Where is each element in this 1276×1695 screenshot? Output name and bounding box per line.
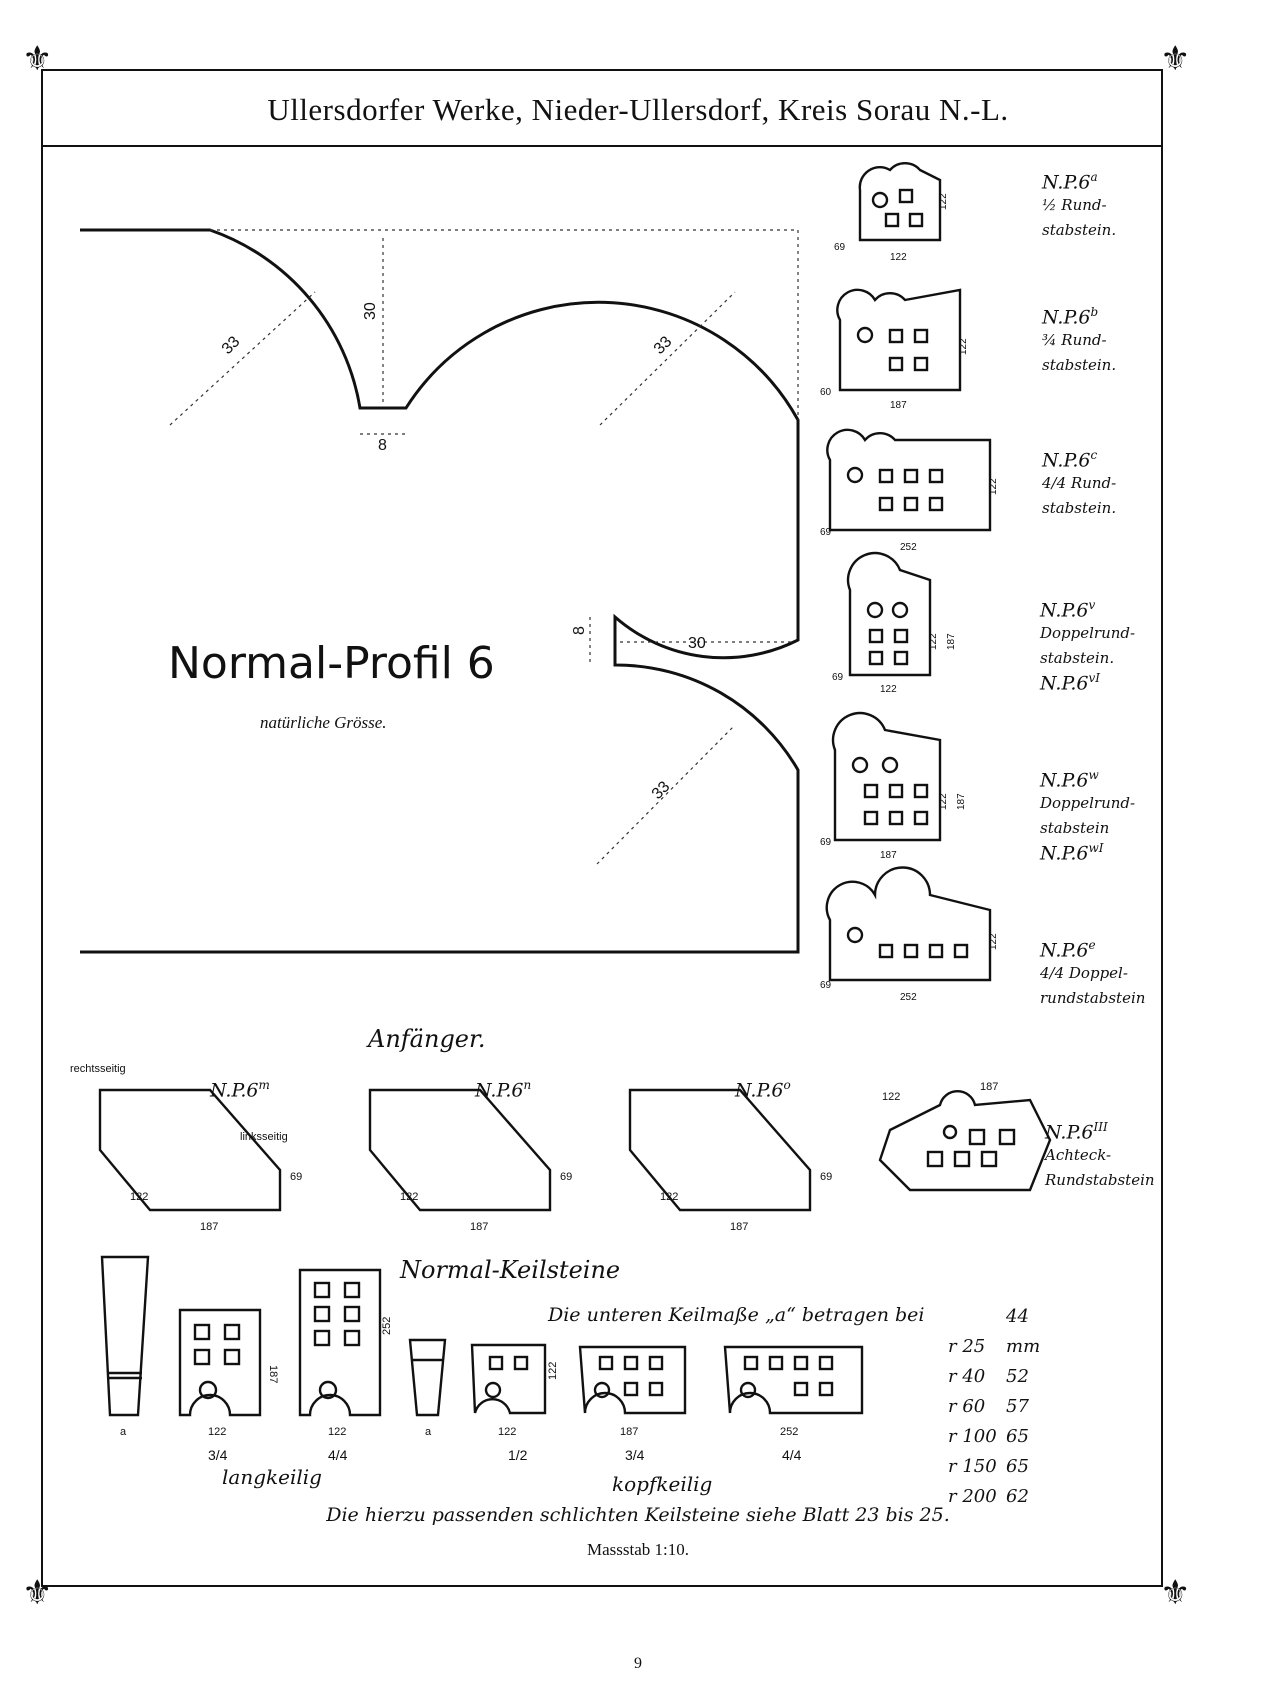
svg-text:122: 122: [882, 1091, 900, 1103]
svg-text:122: 122: [208, 1426, 226, 1438]
label-np6c: N.P.6c 4/4 Rund-stabstein.: [1042, 448, 1117, 518]
svg-text:122: 122: [988, 478, 999, 495]
svg-text:a: a: [120, 1426, 127, 1438]
label-np6o: N.P.6o: [735, 1078, 791, 1102]
svg-text:122: 122: [400, 1191, 418, 1203]
svg-text:122: 122: [988, 933, 999, 950]
label-np6v: N.P.6v Doppelrund-stabstein. N.P.6vI: [1040, 598, 1136, 695]
label-np6b: N.P.6b ¾ Rund-stabstein.: [1042, 305, 1117, 375]
svg-text:69: 69: [832, 672, 844, 683]
svg-text:69: 69: [820, 980, 832, 991]
svg-text:⚜: ⚜: [22, 40, 52, 78]
dim-label: 8: [378, 437, 387, 454]
label-np6a: N.P.6a ½ Rund-stabstein.: [1042, 170, 1117, 240]
svg-text:122: 122: [130, 1191, 148, 1203]
svg-text:122: 122: [880, 684, 897, 695]
svg-text:69: 69: [560, 1171, 572, 1183]
svg-text:122: 122: [498, 1426, 516, 1438]
svg-text:69: 69: [820, 837, 832, 848]
dim-label: 33: [219, 333, 244, 358]
section-keilsteine-title: Normal-Keilsteine: [400, 1256, 621, 1284]
svg-text:linksseitig: linksseitig: [240, 1131, 288, 1143]
svg-text:122: 122: [938, 193, 949, 210]
svg-text:⚜: ⚜: [1160, 40, 1190, 78]
dim-label: 30: [362, 302, 379, 320]
svg-text:187: 187: [620, 1426, 638, 1438]
svg-text:187: 187: [200, 1221, 218, 1233]
keilmasse-note: Die unteren Keilmaße „a“ betragen bei: [548, 1304, 925, 1326]
svg-text:⚜: ⚜: [22, 1574, 52, 1612]
svg-text:122: 122: [660, 1191, 678, 1203]
svg-text:3/4: 3/4: [625, 1447, 645, 1463]
svg-text:187: 187: [956, 793, 967, 810]
svg-text:122: 122: [958, 338, 969, 355]
svg-text:4/4: 4/4: [328, 1447, 348, 1463]
dim-label: 8: [571, 626, 588, 635]
svg-text:69: 69: [820, 1171, 832, 1183]
profile-drawing: 33 30 8 33 8 30 33: [80, 228, 800, 954]
right-brick-drawings: 122 69 122 122 60 187 122 69 252 122 187…: [820, 162, 999, 1003]
svg-text:a: a: [425, 1426, 432, 1438]
label-np6n: N.P.6n: [475, 1078, 532, 1102]
svg-text:122: 122: [928, 633, 939, 650]
svg-text:122: 122: [547, 1362, 559, 1380]
svg-text:187: 187: [267, 1365, 279, 1383]
scale-label: Massstab 1:10.: [587, 1540, 689, 1559]
svg-text:187: 187: [880, 850, 897, 861]
radius-row: r 2544 mm: [948, 1306, 1041, 1357]
svg-text:187: 187: [730, 1221, 748, 1233]
profile-title: Normal-Profil 6: [168, 638, 495, 689]
keilsteine-drawings: a 122 187 122 252 a 122 122 187 252 3/4 …: [100, 1255, 864, 1463]
dim-label: 30: [688, 635, 706, 652]
section-anfaenger-title: Anfänger.: [368, 1025, 486, 1053]
label-np6e: N.P.6e 4/4 Doppel-rundstabstein: [1040, 938, 1146, 1008]
svg-text:252: 252: [900, 992, 917, 1003]
svg-text:187: 187: [946, 633, 957, 650]
dim-label: 33: [649, 778, 674, 803]
svg-text:60: 60: [820, 387, 832, 398]
svg-text:⚜: ⚜: [1160, 1574, 1190, 1612]
label-np6-iii: N.P.6III Achteck-Rundstabstein: [1045, 1120, 1155, 1190]
svg-text:69: 69: [820, 527, 832, 538]
svg-text:122: 122: [938, 793, 949, 810]
label-np6m: N.P.6m: [210, 1078, 270, 1102]
svg-text:1/2: 1/2: [508, 1447, 528, 1463]
svg-text:187: 187: [890, 400, 907, 411]
svg-text:122: 122: [890, 252, 907, 263]
profile-subtitle: natürliche Grösse.: [260, 713, 387, 732]
svg-text:252: 252: [900, 542, 917, 553]
page-title: Ullersdorfer Werke, Nieder-Ullersdorf, K…: [267, 92, 1009, 127]
caption-langkeilig: langkeilig: [222, 1465, 322, 1489]
caption-kopfkeilig: kopfkeilig: [612, 1472, 713, 1496]
svg-text:187: 187: [470, 1221, 488, 1233]
label-np6w: N.P.6w Doppelrund-stabstein N.P.6wI: [1040, 768, 1136, 865]
svg-text:122: 122: [328, 1426, 346, 1438]
svg-text:rechtsseitig: rechtsseitig: [70, 1063, 126, 1075]
footer-note: Die hierzu passenden schlichten Keilstei…: [326, 1504, 950, 1526]
svg-text:252: 252: [780, 1426, 798, 1438]
svg-text:187: 187: [980, 1081, 998, 1093]
svg-text:252: 252: [381, 1317, 393, 1335]
svg-text:69: 69: [290, 1171, 302, 1183]
svg-text:69: 69: [834, 242, 846, 253]
corner-ornament-icon: ⚜ ⚜ ⚜ ⚜: [22, 40, 1190, 1612]
anfaenger-drawings: rechtsseitig linksseitig 122 187 69 122 …: [70, 1063, 1052, 1233]
svg-text:3/4: 3/4: [208, 1447, 228, 1463]
svg-text:4/4: 4/4: [782, 1447, 802, 1463]
page-number: 9: [634, 1655, 642, 1672]
